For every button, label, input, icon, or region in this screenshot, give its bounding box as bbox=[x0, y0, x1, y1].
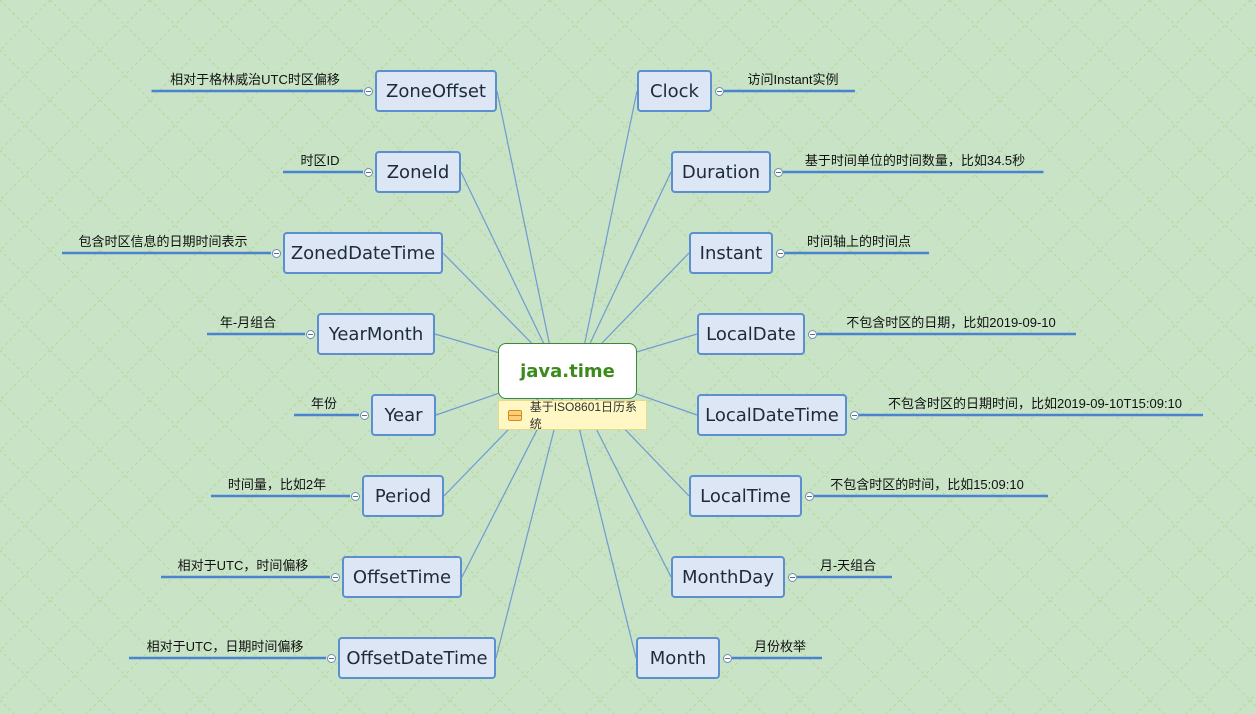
collapse-toggle-offsettime[interactable] bbox=[330, 572, 340, 582]
description-monthday: 月-天组合 bbox=[819, 558, 877, 573]
connector-clock bbox=[578, 90, 638, 372]
central-topic-note-text: 基于ISO8601日历系统 bbox=[529, 400, 638, 431]
description-zoneid: 时区ID bbox=[300, 153, 340, 168]
note-icon bbox=[508, 409, 522, 421]
central-topic-title: java.time bbox=[520, 360, 615, 382]
description-localdate: 不包含时区的日期，比如2019-09-10 bbox=[846, 315, 1056, 330]
description-instant: 时间轴上的时间点 bbox=[806, 234, 912, 249]
topic-label: OffsetTime bbox=[352, 566, 452, 588]
topic-offsetdatetime[interactable]: OffsetDateTime bbox=[338, 637, 496, 679]
central-topic[interactable]: java.time bbox=[498, 343, 637, 399]
topic-label: YearMonth bbox=[328, 323, 424, 345]
connector-duration bbox=[576, 171, 672, 372]
description-offsettime: 相对于UTC，时间偏移 bbox=[177, 558, 309, 573]
topic-label: Month bbox=[649, 647, 707, 669]
collapse-toggle-localdate[interactable] bbox=[807, 329, 817, 339]
topic-offsettime[interactable]: OffsetTime bbox=[342, 556, 462, 598]
collapse-toggle-yearmonth[interactable] bbox=[305, 329, 315, 339]
description-period: 时间量，比如2年 bbox=[227, 477, 327, 492]
description-month: 月份枚举 bbox=[753, 639, 807, 654]
topic-label: LocalDate bbox=[706, 323, 796, 345]
collapse-toggle-period[interactable] bbox=[350, 491, 360, 501]
description-year: 年份 bbox=[310, 396, 338, 411]
description-localtime: 不包含时区的时间，比如15:09:10 bbox=[830, 477, 1024, 492]
description-yearmonth: 年-月组合 bbox=[219, 315, 277, 330]
topic-label: Clock bbox=[650, 80, 699, 102]
collapse-toggle-zoneoffset[interactable] bbox=[363, 86, 373, 96]
description-zoneddatetime: 包含时区信息的日期时间表示 bbox=[78, 234, 248, 249]
description-duration: 基于时间单位的时间数量，比如34.5秒 bbox=[804, 153, 1026, 168]
topic-monthday[interactable]: MonthDay bbox=[671, 556, 785, 598]
description-offsetdatetime: 相对于UTC，日期时间偏移 bbox=[146, 639, 304, 654]
topic-localdatetime[interactable]: LocalDateTime bbox=[697, 394, 847, 436]
topic-label: ZonedDateTime bbox=[290, 242, 436, 264]
connector-zoneid bbox=[460, 171, 558, 372]
topic-label: OffsetDateTime bbox=[346, 647, 488, 669]
central-topic-note[interactable]: 基于ISO8601日历系统 bbox=[498, 400, 647, 431]
collapse-toggle-month[interactable] bbox=[722, 653, 732, 663]
topic-clock[interactable]: Clock bbox=[637, 70, 712, 112]
topic-zoneoffset[interactable]: ZoneOffset bbox=[375, 70, 497, 112]
collapse-toggle-localtime[interactable] bbox=[804, 491, 814, 501]
topic-label: Year bbox=[384, 404, 423, 426]
topic-label: Period bbox=[374, 485, 432, 507]
topic-label: Duration bbox=[681, 161, 761, 183]
description-localdatetime: 不包含时区的日期时间，比如2019-09-10T15:09:10 bbox=[887, 396, 1183, 411]
topic-duration[interactable]: Duration bbox=[671, 151, 771, 193]
description-clock: 访问Instant实例 bbox=[747, 72, 839, 87]
connector-zoneoffset bbox=[496, 90, 556, 372]
collapse-toggle-year[interactable] bbox=[359, 410, 369, 420]
description-zoneoffset: 相对于格林威治UTC时区偏移 bbox=[170, 72, 340, 87]
topic-year[interactable]: Year bbox=[371, 394, 436, 436]
topic-yearmonth[interactable]: YearMonth bbox=[317, 313, 435, 355]
topic-label: LocalTime bbox=[700, 485, 791, 507]
collapse-toggle-zoneddatetime[interactable] bbox=[271, 248, 281, 258]
collapse-toggle-instant[interactable] bbox=[775, 248, 785, 258]
topic-month[interactable]: Month bbox=[636, 637, 720, 679]
collapse-toggle-offsetdatetime[interactable] bbox=[326, 653, 336, 663]
collapse-toggle-monthday[interactable] bbox=[787, 572, 797, 582]
collapse-toggle-zoneid[interactable] bbox=[363, 167, 373, 177]
topic-instant[interactable]: Instant bbox=[689, 232, 773, 274]
topic-localdate[interactable]: LocalDate bbox=[697, 313, 805, 355]
topic-zoneid[interactable]: ZoneId bbox=[375, 151, 461, 193]
topic-localtime[interactable]: LocalTime bbox=[689, 475, 802, 517]
collapse-toggle-duration[interactable] bbox=[773, 167, 783, 177]
topic-label: MonthDay bbox=[682, 566, 774, 588]
topic-zoneddatetime[interactable]: ZonedDateTime bbox=[283, 232, 443, 274]
collapse-toggle-localdatetime[interactable] bbox=[849, 410, 859, 420]
collapse-toggle-clock[interactable] bbox=[714, 86, 724, 96]
topic-period[interactable]: Period bbox=[362, 475, 444, 517]
topic-label: ZoneId bbox=[386, 161, 450, 183]
topic-label: ZoneOffset bbox=[386, 80, 486, 102]
topic-label: LocalDateTime bbox=[705, 404, 839, 426]
topic-label: Instant bbox=[699, 242, 763, 264]
